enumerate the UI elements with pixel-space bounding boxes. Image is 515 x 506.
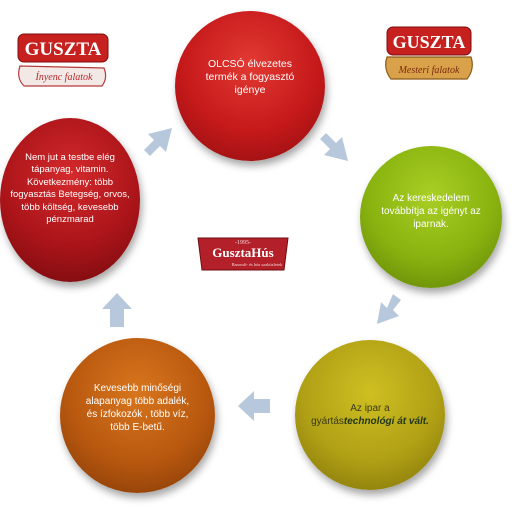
cycle-step-4-text: Kevesebb minőségi alapanyag több adalék,…	[85, 382, 190, 433]
cycle-step-3: Az ipar a gyártástechnológi át vált.	[295, 340, 445, 490]
cycle-step-5: Nem jut a testbe elég tápanyag, vitamin.…	[0, 118, 140, 282]
cycle-step-2-text: Az kereskedelem továbbítja az igényt az …	[381, 192, 481, 230]
arrow-to-step-3-icon	[377, 294, 401, 324]
cycle-step-3-text: Az ipar a gyártás	[311, 403, 390, 427]
center-logo-tagline: Baromfi- és hús szaküzletek	[232, 262, 284, 267]
cycle-step-4: Kevesebb minőségi alapanyag több adalék,…	[60, 338, 215, 493]
center-logo-brand: GusztaHús	[212, 245, 273, 260]
cycle-step-1-text: OLCSÓ élvezetes termék a fogyasztó igény…	[205, 57, 295, 96]
cycle-step-2: Az kereskedelem továbbítja az igényt az …	[360, 146, 502, 288]
guszta-inyenc-logo: GUSZTA Ínyenc falatok	[17, 33, 109, 87]
cycle-step-5-text: Nem jut a testbe elég tápanyag, vitamin.…	[10, 151, 130, 226]
arrow-to-step-2-icon	[320, 133, 348, 161]
guszta-mesteri-logo: GUSZTA Mesteri falatok	[385, 26, 473, 80]
arrow-to-step-1-icon	[144, 128, 172, 156]
left-logo-tagline: Ínyenc falatok	[35, 71, 93, 83]
right-logo-tagline: Mesteri falatok	[398, 65, 460, 76]
arrow-to-step-4-icon	[238, 391, 270, 421]
center-logo-year: -1995-	[235, 240, 251, 246]
right-logo-brand: GUSZTA	[393, 32, 466, 52]
left-logo-brand: GUSZTA	[25, 39, 102, 60]
gusztahus-logo: -1995- GusztaHús Baromfi- és hús szaküzl…	[197, 237, 289, 271]
cycle-step-1: OLCSÓ élvezetes termék a fogyasztó igény…	[175, 11, 325, 161]
cycle-step-3-emphasis: technológi át vált.	[343, 416, 429, 427]
arrow-to-step-5-icon	[102, 293, 132, 327]
